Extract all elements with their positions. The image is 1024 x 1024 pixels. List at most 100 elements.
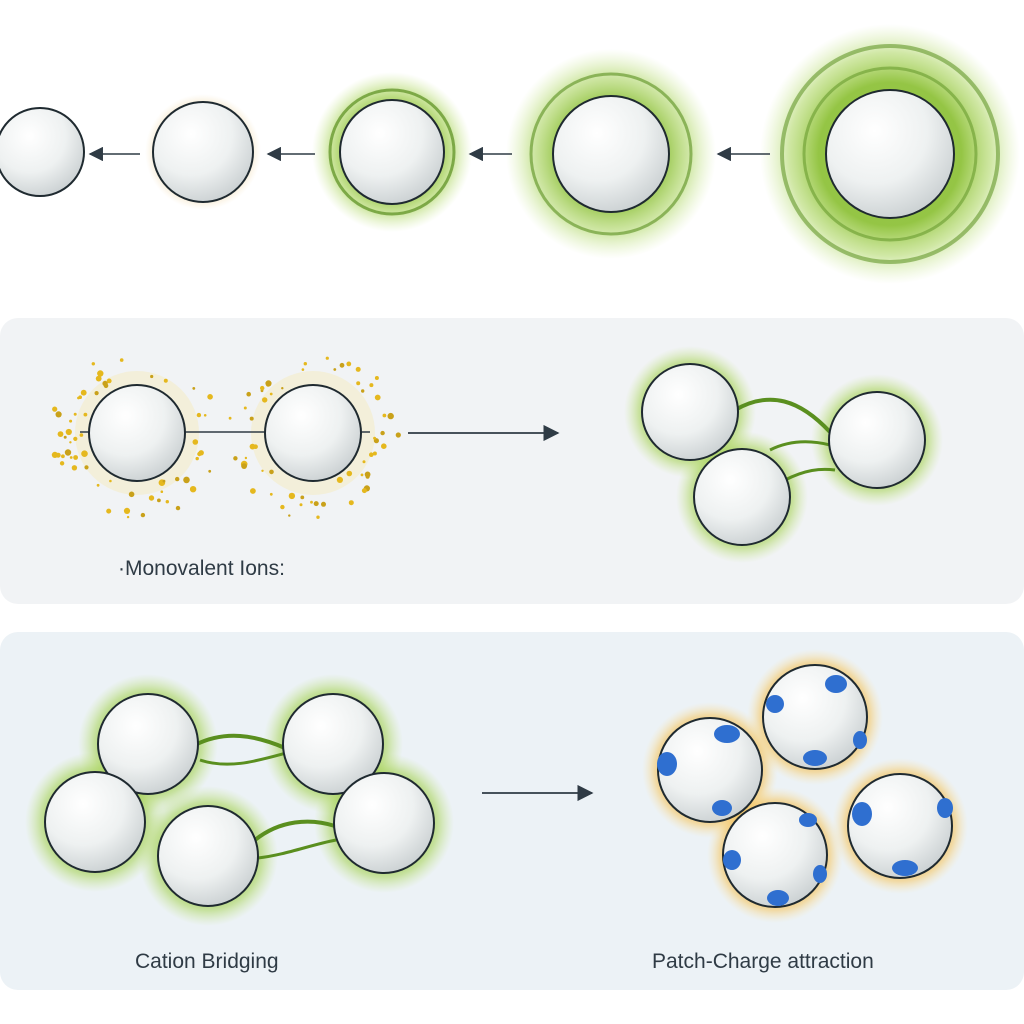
blue-charge-patches	[657, 675, 953, 906]
ion-speck	[325, 356, 329, 360]
ion-speck	[84, 465, 89, 470]
ion-speck	[63, 435, 67, 439]
aggregate-particle-b	[828, 391, 926, 489]
ion-speck	[303, 362, 307, 366]
ion-speck	[64, 449, 72, 456]
bridging-particle-2	[282, 693, 384, 795]
ion-speck	[126, 515, 130, 519]
ion-speck	[348, 500, 354, 506]
aggregate-three	[624, 346, 943, 563]
ion-speck	[313, 501, 319, 507]
ion-speck	[265, 380, 272, 387]
yellow-ion-dots	[51, 356, 401, 519]
ion-speck	[80, 389, 87, 396]
ion-speck	[395, 432, 401, 438]
bridging-particle-1	[97, 693, 199, 795]
ion-speck	[165, 500, 169, 504]
ion-speck	[288, 492, 296, 500]
patch-particle-3	[847, 773, 953, 879]
ion-speck	[336, 476, 343, 483]
ion-speck	[81, 450, 88, 458]
label-monovalent-ions: ·Monovalent Ions:	[118, 557, 285, 580]
ion-speck	[79, 433, 84, 437]
ion-speck	[300, 495, 305, 500]
ion-speck	[69, 456, 73, 459]
ion-speck	[175, 505, 181, 511]
ion-speck	[150, 374, 154, 379]
ion-speck	[243, 406, 247, 410]
ion-speck	[333, 368, 337, 371]
ion-speck	[195, 456, 199, 461]
ion-speck	[228, 416, 232, 420]
ion-speck	[262, 397, 268, 403]
ion-speck	[233, 456, 238, 461]
ion-speck	[102, 380, 108, 387]
ion-speck	[369, 383, 374, 388]
ion-speck	[55, 411, 62, 418]
ion-speck	[91, 362, 96, 366]
top-row-sequence	[0, 24, 1020, 284]
ion-speck	[360, 473, 364, 477]
ion-speck	[106, 508, 112, 514]
ion-speck	[310, 500, 313, 504]
monovalent-pair	[51, 356, 401, 519]
ion-speck	[148, 495, 155, 501]
ion-speck	[96, 483, 100, 487]
ion-speck	[356, 381, 361, 386]
ion-speck	[73, 455, 78, 460]
ion-speck	[241, 463, 248, 469]
particle-bare	[0, 107, 85, 197]
ion-speck	[128, 491, 135, 498]
ion-speck	[250, 488, 256, 494]
ion-speck	[355, 366, 361, 372]
ion-speck	[65, 428, 72, 436]
ion-speck	[51, 451, 59, 458]
ion-speck	[361, 488, 367, 494]
ion-speck	[269, 469, 274, 475]
ion-speck	[123, 507, 131, 514]
ion-speck	[339, 362, 345, 368]
label-cation-bridging: Cation Bridging	[135, 950, 279, 973]
ion-speck	[157, 498, 161, 503]
ion-speck	[119, 358, 124, 362]
particle-thick-layer	[506, 49, 716, 259]
ion-speck	[346, 470, 353, 477]
aggregate-particle-a	[641, 363, 739, 461]
label-patch-charge-attraction: Patch-Charge attraction	[652, 950, 874, 973]
ion-speck	[373, 436, 377, 440]
patch-particle-4	[722, 802, 828, 908]
ion-speck	[109, 479, 112, 483]
particle-right	[264, 384, 362, 482]
ion-speck	[71, 465, 78, 471]
bridging-particle-5	[157, 805, 259, 907]
ion-speck	[57, 431, 64, 437]
ion-speck	[374, 394, 381, 401]
ion-speck	[183, 476, 190, 484]
ion-speck	[106, 378, 112, 384]
ion-speck	[280, 504, 285, 510]
ion-speck	[52, 406, 58, 412]
ion-speck	[281, 387, 284, 390]
ion-speck	[59, 461, 65, 466]
ion-speck	[244, 456, 248, 460]
ion-speck	[77, 396, 80, 400]
ion-speck	[362, 460, 366, 464]
particle-green-layer	[312, 72, 472, 232]
ion-speck	[260, 385, 265, 391]
ion-speck	[207, 394, 213, 400]
ion-speck	[140, 512, 146, 518]
ion-speck	[94, 391, 99, 396]
ion-speck	[83, 412, 88, 417]
ion-speck	[374, 376, 379, 380]
ion-speck	[175, 476, 180, 482]
ion-speck	[269, 492, 273, 496]
ion-speck	[160, 490, 164, 494]
ion-speck	[364, 471, 371, 478]
ion-speck	[301, 368, 305, 371]
ion-speck	[97, 370, 104, 377]
ion-speck	[196, 412, 202, 418]
particle-left	[88, 384, 186, 482]
ion-speck	[269, 392, 273, 396]
ion-speck	[316, 515, 320, 519]
